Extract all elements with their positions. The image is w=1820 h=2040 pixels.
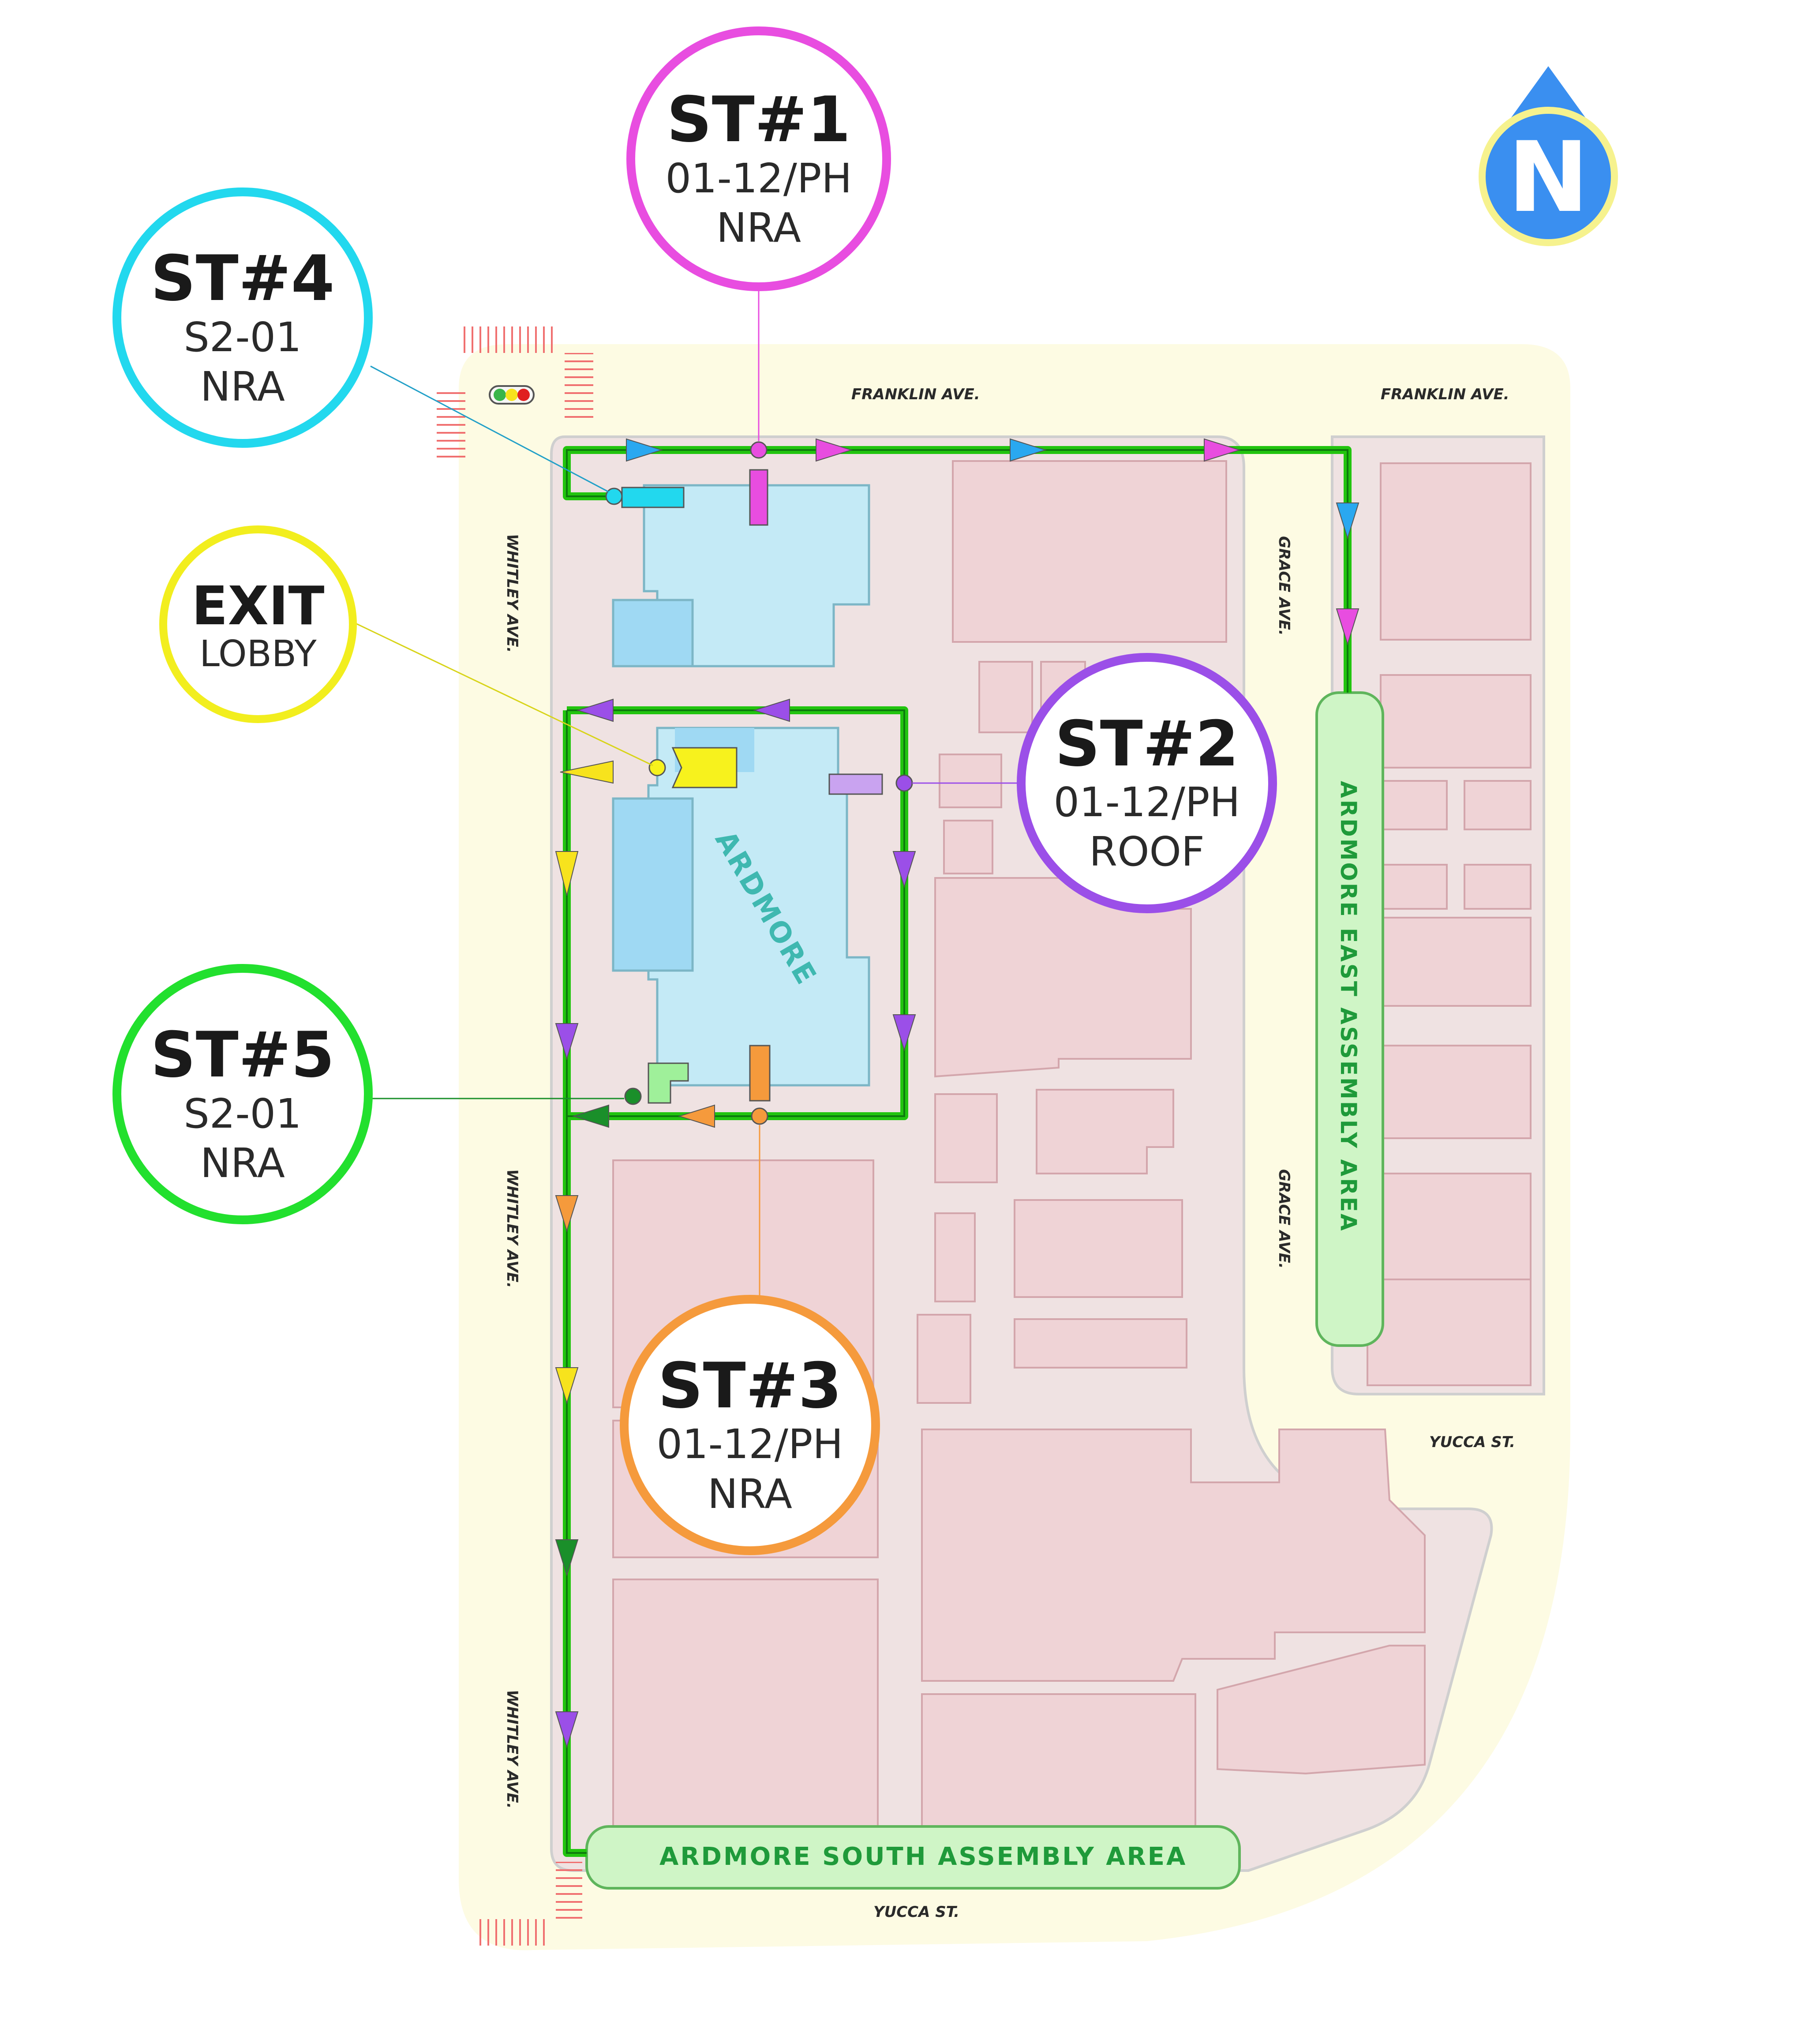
- leader-lines: [352, 282, 1023, 1301]
- callout-st4-title: ST#4: [151, 242, 335, 315]
- callout-st5-title: ST#5: [151, 1019, 335, 1091]
- south-assembly-area: ARDMORE SOUTH ASSEMBLY AREA: [585, 1825, 1241, 1890]
- callout-st5-line1: S2-01: [183, 1090, 301, 1137]
- callout-exit-line1: LOBBY: [199, 633, 317, 675]
- callout-st1-line1: 01-12/PH: [666, 155, 852, 202]
- callout-st2: ST#2 01-12/PH ROOF: [1017, 653, 1277, 913]
- street-grace-south: GRACE AVE.: [1275, 1169, 1293, 1269]
- street-grace-north: GRACE AVE.: [1275, 536, 1293, 636]
- callout-st4-line2: NRA: [200, 363, 285, 410]
- street-whitley-mid: WHITLEY AVE.: [503, 1169, 521, 1288]
- north-arrow-icon: N: [1479, 66, 1618, 246]
- street-yucca-south: YUCCA ST.: [873, 1903, 959, 1921]
- east-assembly-area: ARDMORE EAST ASSEMBLY AREA: [1315, 691, 1384, 1347]
- callout-st4: ST#4 S2-01 NRA: [112, 188, 373, 448]
- callout-st3-title: ST#3: [658, 1350, 842, 1422]
- street-labels: FRANKLIN AVE. FRANKLIN AVE. WHITLEY AVE.…: [503, 386, 1515, 1921]
- crosswalks: [437, 326, 593, 1946]
- callout-st4-line1: S2-01: [183, 314, 301, 361]
- callout-st3-line2: NRA: [708, 1470, 792, 1518]
- street-whitley-north: WHITLEY AVE.: [503, 534, 521, 653]
- east-assembly-label: ARDMORE EAST ASSEMBLY AREA: [1336, 781, 1361, 1233]
- street-yucca-east: YUCCA ST.: [1429, 1433, 1515, 1451]
- callout-st2-line1: 01-12/PH: [1054, 779, 1240, 826]
- street-franklin-east: FRANKLIN AVE.: [1381, 386, 1509, 403]
- street-whitley-south: WHITLEY AVE.: [503, 1690, 521, 1809]
- callout-st3-line1: 01-12/PH: [657, 1421, 843, 1468]
- callout-st1: ST#1 01-12/PH NRA: [626, 26, 891, 291]
- callout-st2-line2: ROOF: [1089, 828, 1205, 875]
- callout-st3: ST#3 01-12/PH NRA: [620, 1295, 880, 1555]
- route-arrows: [555, 438, 1359, 1749]
- south-assembly-label: ARDMORE SOUTH ASSEMBLY AREA: [659, 1842, 1187, 1871]
- stair-markers: [605, 441, 913, 1125]
- callout-st5: ST#5 S2-01 NRA: [112, 964, 373, 1224]
- callout-st1-line2: NRA: [716, 204, 801, 251]
- traffic-light-icon: [489, 385, 535, 405]
- ardmore-building: [612, 484, 870, 1087]
- callout-exit: EXIT LOBBY: [159, 525, 357, 723]
- callout-st1-title: ST#1: [667, 83, 851, 156]
- callout-st2-title: ST#2: [1055, 708, 1239, 780]
- street-franklin-west: FRANKLIN AVE.: [851, 386, 980, 403]
- callout-exit-title: EXIT: [192, 576, 325, 637]
- north-letter: N: [1508, 121, 1589, 234]
- callout-st5-line2: NRA: [200, 1140, 285, 1187]
